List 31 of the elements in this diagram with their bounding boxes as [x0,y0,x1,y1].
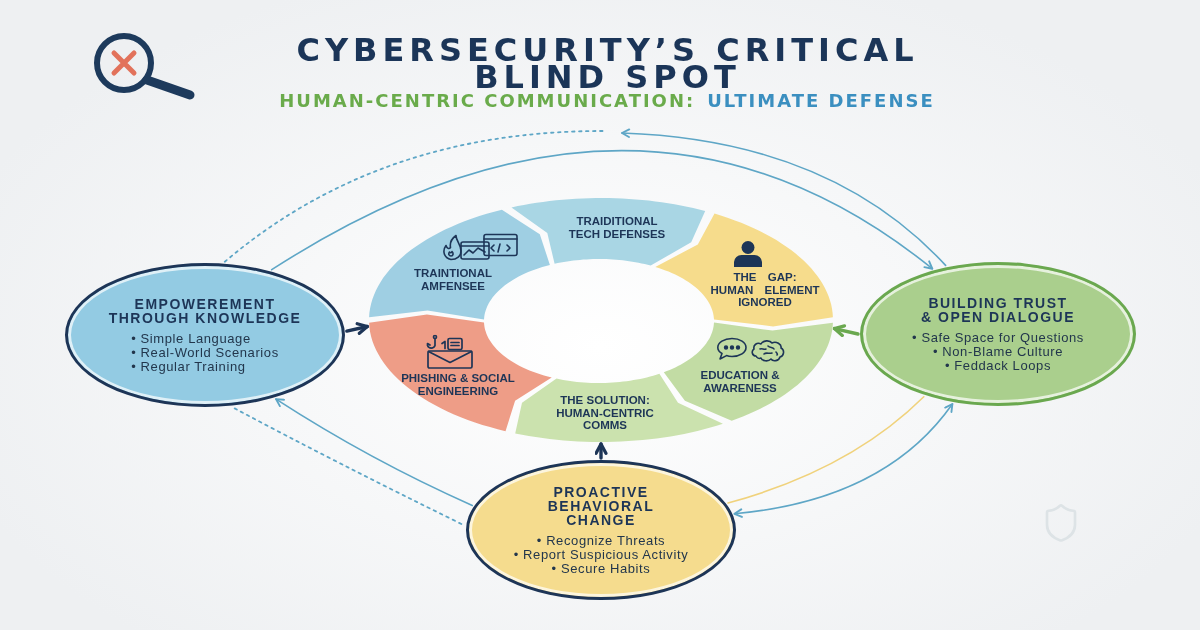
arrow [270,149,934,271]
subtitle: ULTIMATE DEFENSE [707,91,935,111]
circle-heading: PROACTIVE BEHAVIORAL CHANGE [546,484,656,527]
ring-segment [369,209,550,320]
circle-heading: EMPOWEREMENT THROUGH KNOWLEDGE [107,296,303,325]
segment-title: TRAIDITIONAL TECH DEFENSES [567,214,667,240]
connector-line [223,130,606,263]
list-item: • Non-Blame Culture [931,344,1064,359]
arrow [345,322,369,335]
list-item: • Simple Language [131,331,252,346]
arrow [832,324,860,338]
title: CYBERSECURITY’S CRITICAL BLIND SPOT [296,37,919,91]
arrow [594,442,608,460]
list-item: • Safe Space for Questions [912,330,1084,345]
subtitle: HUMAN-CENTRIC COMMUNICATION: [279,91,696,111]
segment-title: THE SOLUTION: HUMAN-CENTRIC COMMS [555,394,655,432]
list-item: • Feddack Loops [943,358,1053,373]
circle-heading: BUILDING TRUST & OPEN DIALOGUE [920,295,1076,324]
connector-line [233,407,465,526]
list-item: • Recognize Threats [535,533,667,548]
ring-segment [369,314,552,432]
segment-title: EDUCATION & AWARENESS [699,368,781,394]
list-item: • Secure Habits [551,561,651,576]
list-item: • Regular Training [131,359,247,374]
segment-title: PHISHING & SOCIAL ENGINEERING [400,371,516,397]
list-item: • Report Suspicious Activity [513,547,689,562]
arrow [621,128,947,267]
ring-segment [663,322,833,421]
segment-title: THE GAP: HUMAN ELEMENT IGNORED [709,271,821,309]
list-item: • Real-World Scenarios [131,345,279,360]
segment-title: TRAINTIONAL AMFENSEE [413,266,493,292]
